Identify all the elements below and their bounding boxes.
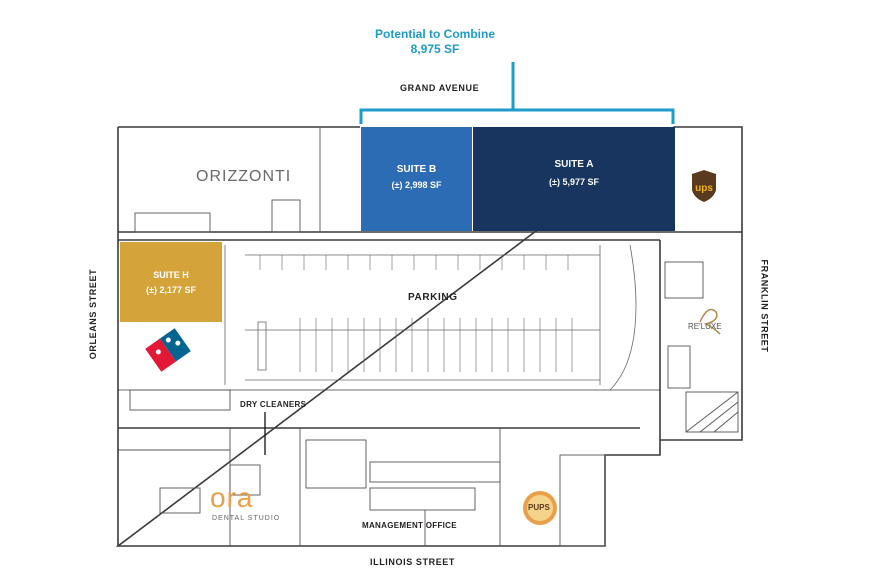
orizzonti-label: ORIZZONTI [196,168,292,185]
ora-subtitle: DENTAL STUDIO [212,515,281,522]
suite-b-name: SUITE B [396,164,437,175]
suite-a-block[interactable] [473,127,675,231]
dominos-logo [145,328,191,372]
interior-walls [118,127,739,547]
suite-h-area: (±) 2,177 SF [146,285,196,295]
combine-bracket [359,62,675,124]
reluxe-label: RE'LUXE [688,322,722,331]
management-office-label: MANAGEMENT OFFICE [362,521,457,530]
street-east: FRANKLIN STREET [759,259,770,353]
parking-label: PARKING [408,292,458,303]
combine-area: 8,975 SF [410,42,460,56]
svg-text:ups: ups [695,183,713,194]
dry-cleaners-label: DRY CLEANERS [240,400,307,409]
pups-logo [523,491,557,525]
pups-label: PUPS [528,503,550,512]
combine-title: Potential to Combine [375,27,495,41]
suite-b-block[interactable] [361,127,472,231]
suite-h-block[interactable] [120,242,222,322]
reluxe-mark [699,308,721,335]
suite-h-name: SUITE H [153,270,189,280]
street-south: ILLINOIS STREET [370,557,456,567]
parking-lot [224,244,637,391]
street-west: ORLEANS STREET [88,268,99,360]
suite-a-area: (±) 5,977 SF [549,177,599,187]
suite-a-name: SUITE A [554,159,594,170]
suite-b-area: (±) 2,998 SF [391,180,442,190]
ups-logo: ups [692,170,716,202]
ora-logo-text: ora [210,482,254,513]
street-north: GRAND AVENUE [400,83,480,93]
